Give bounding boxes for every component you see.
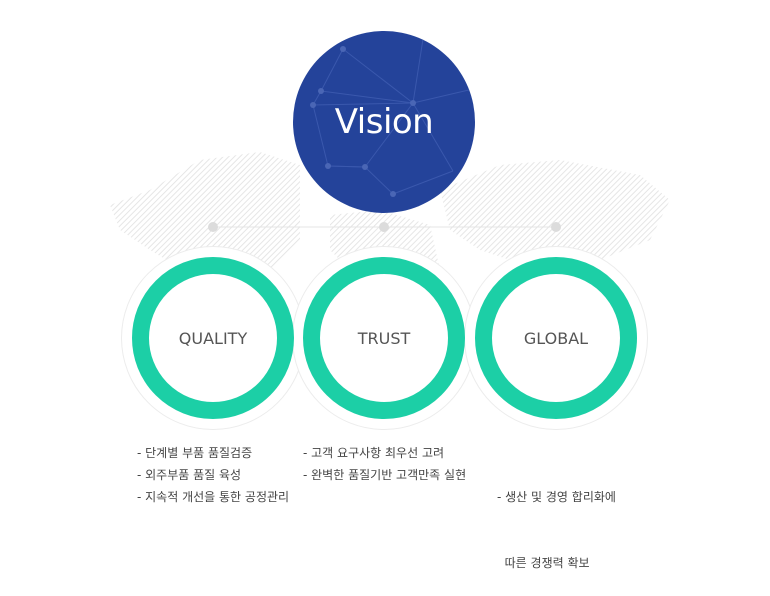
network-pattern-icon: [310, 38, 474, 197]
quality-list: - 단계별 부품 품질검증 - 외주부품 품질 육성 - 지속적 개선을 통한 …: [137, 442, 289, 508]
global-ring: GLOBAL: [475, 257, 637, 419]
list-item: - 완벽한 품질기반 고객만족 실현: [303, 468, 467, 482]
global-label: GLOBAL: [523, 328, 589, 348]
map-europe-asia: [440, 160, 670, 270]
connector-dot: [551, 222, 561, 232]
trust-label: TRUST: [357, 328, 411, 348]
quality-ring: QUALITY: [132, 257, 294, 419]
global-list: - 생산 및 경영 합리화에 따른 경쟁력 확보: [497, 442, 616, 596]
vision-circle: Vision: [293, 31, 475, 213]
list-item: - 생산 및 경영 합리화에: [497, 490, 616, 504]
list-item: - 외주부품 품질 육성: [137, 468, 242, 482]
connector-dot: [379, 222, 389, 232]
trust-ring: TRUST: [303, 257, 465, 419]
quality-label: QUALITY: [178, 328, 248, 348]
connector-dot: [208, 222, 218, 232]
list-item: - 지속적 개선을 통한 공정관리: [137, 490, 290, 504]
trust-list: - 고객 요구사항 최우선 고려 - 완벽한 품질기반 고객만족 실현: [303, 442, 466, 486]
list-item: - 고객 요구사항 최우선 고려: [303, 446, 445, 460]
list-item: - 단계별 부품 품질검증: [137, 446, 253, 460]
vision-title: Vision: [334, 102, 434, 142]
list-item: 따른 경쟁력 확보: [497, 556, 590, 570]
